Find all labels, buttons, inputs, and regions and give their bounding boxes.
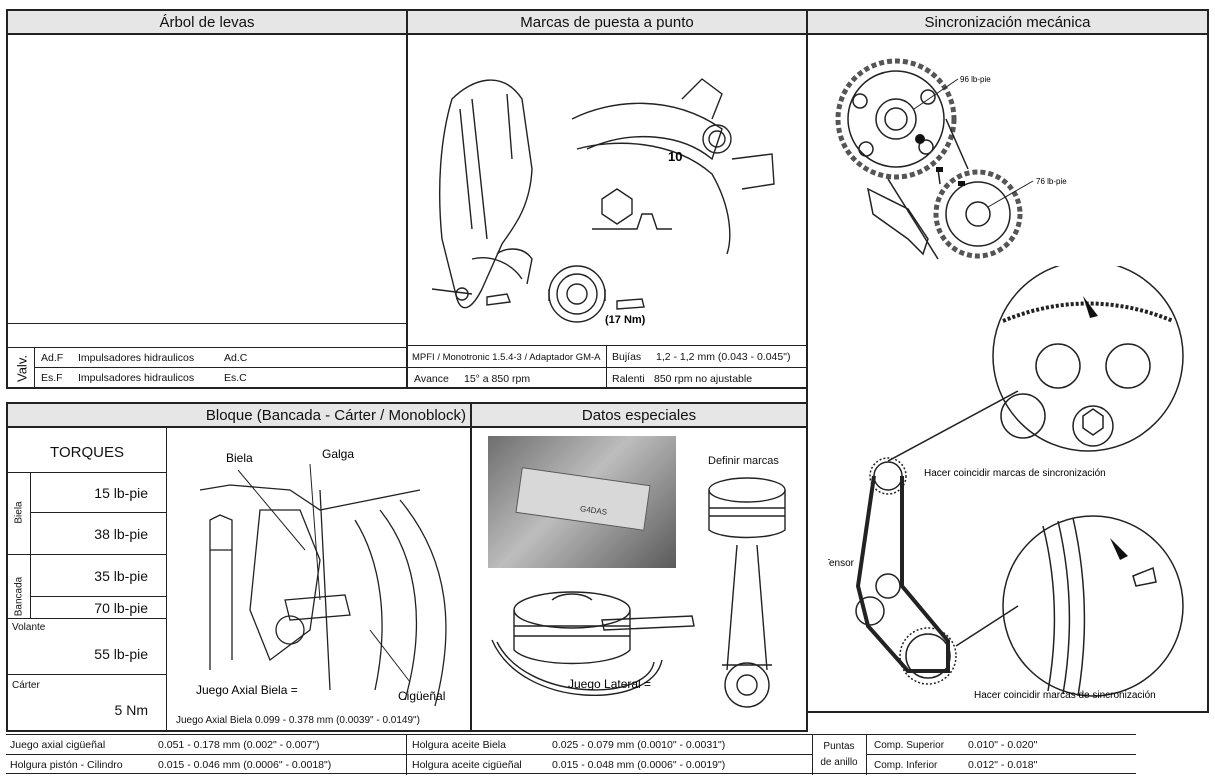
torques-title: TORQUES — [50, 443, 124, 461]
fig-ciguenal-label: Cigüeñal — [398, 689, 445, 703]
gauge-photo: G4DAS — [488, 436, 676, 568]
axial-play-spec: Juego Axial Biela 0.099 - 0.378 mm (0.00… — [176, 714, 420, 726]
special-data-title: Datos especiales — [472, 404, 806, 428]
block-title: Bloque (Bancada - Cárter / Monoblock) — [8, 404, 470, 428]
advance-label: Avance — [414, 373, 449, 385]
sync-note-lower: Hacer coincidir marcas de sincronización — [974, 690, 1156, 701]
valve-intake-code2: Ad.C — [224, 352, 248, 364]
ring-gap-label-2: de anillo — [820, 756, 858, 768]
timing-fig-torque: (17 Nm) — [605, 314, 646, 326]
biela-torque-1: 15 lb-pie — [94, 485, 148, 501]
spark-plug-value: 1,2 - 1,2 mm (0.043 - 0.045") — [656, 351, 791, 363]
piston-clearance-label: Holgura pistón - Cilindro — [10, 759, 123, 771]
block-panel: Bloque (Bancada - Cárter / Monoblock) TO… — [6, 402, 472, 732]
fig-biela-label: Biela — [226, 451, 253, 465]
piston-rod-illustration: Juego Lateral = — [491, 477, 786, 708]
timing-cover-illustration: 10 (17 Nm) — [431, 78, 775, 326]
biela-label: Biela — [13, 501, 25, 524]
torque-upper-label: 96 lb-pie — [960, 75, 991, 84]
comp-lower-value: 0.012" - 0.018" — [968, 759, 1038, 771]
fig-juego-axial-label: Juego Axial Biela = — [196, 683, 298, 697]
fig-galga-label: Galga — [322, 447, 354, 461]
belt-sync-illustration: Hacer coincidir marcas de sincronización… — [828, 266, 1184, 701]
advance-value: 15° a 850 rpm — [464, 373, 531, 385]
connecting-rod-gauge-illustration: Biela Galga Juego Axial Biela = Cigüeñal — [196, 447, 447, 707]
camshaft-panel: Árbol de levas Valv. Ad.F Impulsadores h… — [6, 9, 408, 389]
lateral-play-label: Juego Lateral = — [568, 677, 651, 691]
carter-label: Cárter — [12, 679, 40, 691]
rod-oil-clearance-value: 0.025 - 0.079 mm (0.0010" - 0.0031") — [552, 739, 726, 751]
biela-torque-2: 38 lb-pie — [94, 526, 148, 542]
camshaft-title: Árbol de levas — [8, 11, 406, 35]
sync-note-upper-1: Hacer coincidir marcas de sincronización — [924, 468, 1106, 479]
idle-label: Ralenti — [612, 373, 645, 385]
spark-plug-label: Bujías — [612, 351, 642, 363]
volante-label: Volante — [12, 621, 46, 633]
valves-label: Valv. — [14, 355, 30, 382]
valve-exhaust-code2: Es.C — [224, 372, 247, 384]
crank-end-play-label: Juego axial cigüeñal — [10, 739, 106, 751]
comp-upper-value: 0.010" - 0.020" — [968, 739, 1038, 751]
torque-lower-label: 76 lb-pie — [1036, 177, 1067, 186]
volante-torque: 55 lb-pie — [94, 646, 148, 662]
mechanical-sync-title: Sincronización mecánica — [808, 11, 1207, 35]
bottom-specs-table: Juego axial cigüeñal 0.051 - 0.178 mm (0… — [6, 734, 1136, 775]
comp-lower-label: Comp. Inferior — [874, 759, 938, 771]
special-data-panel: Datos especiales G4DAS Definir marcas Ju… — [470, 402, 808, 732]
tensor-label: Tensor — [828, 558, 855, 569]
valve-intake-text: Impulsadores hidraulicos — [78, 352, 195, 364]
piston-clearance-value: 0.015 - 0.046 mm (0.0006" - 0.0018") — [158, 759, 332, 771]
crank-end-play-value: 0.051 - 0.178 mm (0.002" - 0.007") — [158, 739, 320, 751]
valve-exhaust-code: Es.F — [41, 372, 63, 384]
comp-upper-label: Comp. Superior — [874, 739, 945, 751]
timing-fig-label-10: 10 — [668, 149, 682, 164]
timing-marks-title: Marcas de puesta a punto — [408, 11, 806, 35]
bancada-torque-2: 70 lb-pie — [94, 600, 148, 616]
idle-value: 850 rpm no ajustable — [654, 373, 753, 385]
bancada-label: Bancada — [13, 576, 25, 617]
timing-chain-illustration: 96 lb-pie 76 lb-pie — [835, 58, 1067, 260]
mechanical-sync-panel: Sincronización mecánica 96 lb-pie 76 lb-… — [806, 9, 1209, 713]
valve-exhaust-text: Impulsadores hidraulicos — [78, 372, 195, 384]
timing-system: MPFI / Monotronic 1.5.4-3 / Adaptador GM… — [412, 351, 601, 363]
main-oil-clearance-value: 0.015 - 0.048 mm (0.0006" - 0.0019") — [552, 759, 726, 771]
define-marks-label: Definir marcas — [708, 455, 779, 467]
rod-oil-clearance-label: Holgura aceite Biela — [412, 739, 506, 751]
bancada-torque-1: 35 lb-pie — [94, 568, 148, 584]
valve-intake-code: Ad.F — [41, 352, 64, 364]
main-oil-clearance-label: Holgura aceite cigüeñal — [412, 759, 522, 771]
timing-marks-panel: Marcas de puesta a punto 10 (17 Nm) MPFI… — [406, 9, 808, 389]
carter-torque: 5 Nm — [114, 702, 148, 718]
ring-gap-label-1: Puntas — [823, 740, 855, 752]
